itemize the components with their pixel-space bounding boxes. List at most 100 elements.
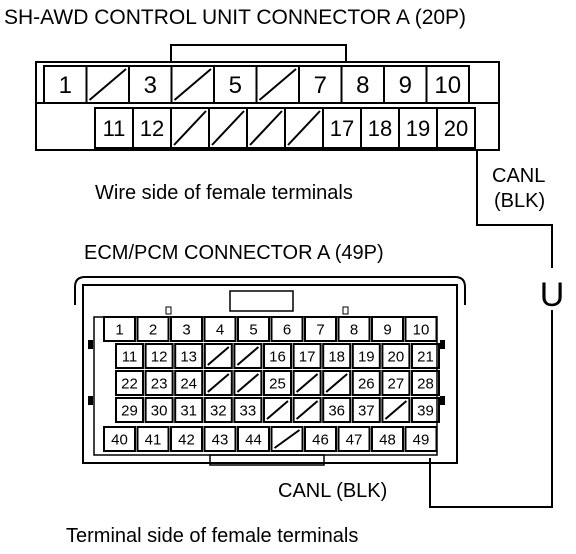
ecm-pin-row2-5: 16 [269,348,286,365]
ecm-pin-row4-2: 31 [180,402,197,419]
ecm-pin-row4-10: 39 [417,402,434,419]
ecm-pin-row1-9: 10 [413,321,430,338]
ecm-pin-row3-0: 22 [121,375,138,392]
ecm-pin-row4-4-box [233,397,263,423]
ecm-pin-row2-1-box [144,343,174,369]
ecm-pin-row3-9: 27 [388,375,405,392]
ecm-pin-row3-3-empty [207,373,230,393]
conn-a-pin-r2-2: 12 [140,116,164,141]
ecm-pin-row3-10: 28 [417,375,434,392]
ecm-pin-row5-1: 41 [145,431,162,448]
conn-a-pin-r1-9: 10 [434,72,461,99]
conn-a-pin-r1-8: 9 [399,72,412,99]
ecm-bottom-key [209,454,325,466]
conn-a-pin-r2-1: 11 [103,116,126,141]
conn-a-pin-r2-9: 19 [406,116,430,141]
ecm-pin-row2-0-box [115,343,144,369]
ecm-pin-row3-1-box [144,370,174,396]
ecm-pin-row3-3-box [203,370,233,396]
ecm-pin-row4-9-empty [384,400,408,420]
ecm-pin-row3-2-box [174,370,204,396]
ecm-pin-row1-6: 7 [316,321,324,338]
ecm-pin-row3-0-box [115,370,144,396]
ecm-pin-row2-6: 17 [299,348,316,365]
ecm-pin-row1-8: 9 [383,321,391,338]
ecm-pin-row3-7-empty [325,373,348,393]
ecm-pin-row1-5-box [270,316,304,342]
conn-a-pin-r1-9-box [425,65,470,104]
conn-a-pin-r2-3-empty [173,110,207,146]
ecm-pin-row4-4: 33 [240,402,257,419]
ecm-pin-row1-5: 6 [283,321,291,338]
ecm-pin-row2-4-box [233,343,263,369]
ecm-pin-row2-4-empty [236,346,260,366]
conn-a-pin-r1-5-empty [258,68,297,101]
ecm-pin-row5-0-box [103,426,136,452]
ecm-pin-row5-6-box [304,426,337,452]
ecm-pin-row4-5-box [263,397,292,423]
ecm-pin-row5-6: 46 [312,431,329,448]
ecm-pin-row3-2: 24 [180,375,197,392]
ecm-pin-row3-5: 25 [269,375,286,392]
ecm-pin-row2-6-box [292,343,322,369]
connector-a-latch [170,44,347,63]
ecm-pin-row2-2-box [174,343,204,369]
ecm-pin-row3-9-box [381,370,411,396]
ecm-pin-row4-6-box [292,397,322,423]
ecm-pin-row5-1-box [136,426,170,452]
ecm-wire-label: CANL (BLK) [278,480,388,502]
ecm-pin-row5-4-box [237,426,270,452]
ecm-pin-row1-3-box [203,316,237,342]
ecm-pin-row3-4-empty [236,373,260,393]
wire-canl-upper [476,150,553,268]
ecm-pin-row3-4-box [233,370,263,396]
ecm-pin-row4-6-empty [295,400,319,420]
ecm-pin-row1-3: 4 [216,321,224,338]
ecm-pin-row2-7-box [322,343,352,369]
conn-a-pin-r1-7: 8 [356,72,369,99]
conn-a-pin-r1-3-empty [173,68,212,101]
ecm-pin-row5-4: 44 [245,431,262,448]
ecm-pin-row4-3: 32 [210,402,227,419]
ecm-pin-row2-9-box [381,343,411,369]
ecm-pin-row2-1: 12 [151,348,168,365]
ecm-pin-row4-8-box [351,397,381,423]
ecm-pin-row1-8-box [371,316,404,342]
ecm-pin-row5-5-empty [273,429,301,449]
ecm-pin-row5-9: 49 [413,431,430,448]
ecm-pin-row2-10-box [411,343,440,369]
ecm-pin-row1-2: 3 [182,321,190,338]
wire-canl-lower [429,310,553,508]
ecm-pin-row1-6-box [304,316,337,342]
ecm-pin-row5-3-box [203,426,237,452]
conn-a-pin-r1-4: 5 [229,72,242,99]
ecm-pin-row4-9-box [381,397,411,423]
ecm-pin-row5-3: 43 [212,431,229,448]
ecm-pin-row2-5-box [263,343,292,369]
ecm-pin-row5-2: 42 [178,431,195,448]
ecm-pin-row4-10-box [411,397,440,423]
ecm-pin-row1-0-box [103,316,136,342]
ecm-caption: Terminal side of female terminals [66,525,359,547]
connector-a-caption: Wire side of female terminals [95,182,353,204]
ecm-pin-row1-9-box [404,316,438,342]
ecm-pin-row2-3-box [203,343,233,369]
ecm-pin-row1-1: 2 [149,321,157,338]
splice-symbol: U [540,276,565,314]
ecm-pin-row3-6-box [292,370,322,396]
conn-a-pin-r2-4-empty [211,110,245,146]
ecm-pin-row4-3-box [203,397,233,423]
ecm-pin-row2-8-box [351,343,381,369]
ecm-pin-row2-2: 13 [180,348,197,365]
connector-a-housing [35,61,500,151]
ecm-pin-row4-7-box [322,397,352,423]
ecm-pin-row4-1-box [144,397,174,423]
ecm-pin-row1-7-box [337,316,371,342]
conn-a-pin-r1-1-empty [88,68,127,101]
conn-a-pin-r2-10-box [436,107,476,149]
ecm-pin-row4-5-empty [266,400,289,420]
ecm-pin-row4-0-box [115,397,144,423]
ecm-pin-row1-1-box [136,316,170,342]
